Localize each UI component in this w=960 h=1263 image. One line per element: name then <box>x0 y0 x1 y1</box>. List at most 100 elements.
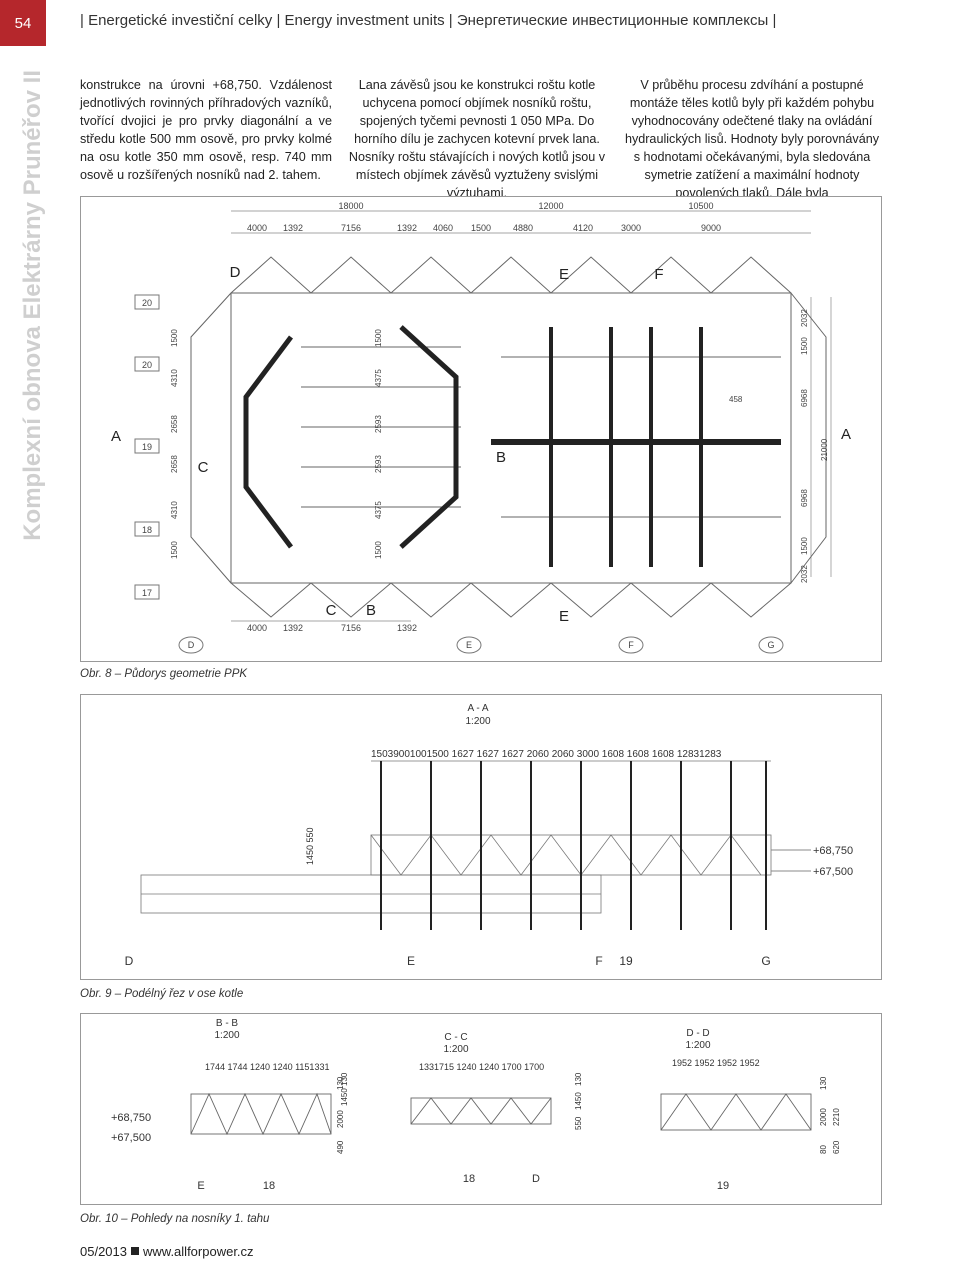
axis-label: 18 <box>263 1180 275 1192</box>
vdim: 130 <box>819 1076 828 1090</box>
section-mark: E <box>559 608 569 625</box>
axis-label: 19 <box>717 1180 729 1192</box>
section-scale: 1:200 <box>465 716 490 727</box>
section-mark: D <box>230 264 241 281</box>
section-mark: B <box>496 449 506 466</box>
running-header: | Energetické investiční celky | Energy … <box>80 12 777 29</box>
section-mark: F <box>654 266 663 283</box>
dim-right: 6968 <box>800 489 809 507</box>
dim-sub: 4000 <box>247 223 267 233</box>
dim-left: 4310 <box>170 369 179 387</box>
dim-left: 2658 <box>170 455 179 473</box>
dim-sub: 4880 <box>513 223 533 233</box>
dim-mid: 2593 <box>374 415 383 433</box>
axis-label: 19 <box>619 954 633 968</box>
paragraph: Lana závěsů jsou ke konstrukci roštu kot… <box>348 78 606 200</box>
axis-label: F <box>595 954 602 968</box>
section-sidebar: Komplexní obnova Elektrárny Prunéřov II <box>19 70 46 690</box>
vertical-dim: 1450 550 <box>305 827 315 865</box>
dim-mid: 1500 <box>374 329 383 347</box>
paragraph: konstrukce na úrovni +68,750. Vzdálenost… <box>80 78 332 182</box>
vdim: 620 <box>832 1140 841 1154</box>
axis-label: D <box>188 640 195 650</box>
vdim: 130 <box>336 1076 345 1090</box>
level-label: +68,750 <box>813 845 853 857</box>
axis-label: G <box>761 954 770 968</box>
section-mark: A <box>841 426 851 443</box>
view-title: D - D <box>686 1028 709 1039</box>
dim-row: 15039001001500 1627 1627 1627 2060 2060 … <box>371 749 722 760</box>
figure-caption: Obr. 9 – Podélný řez v ose kotle <box>80 988 244 1000</box>
section-mark: C <box>198 459 209 476</box>
vdim: 2000 <box>336 1110 345 1128</box>
dim-sub: 4120 <box>573 223 593 233</box>
figure-caption: Obr. 8 – Půdorys geometrie PPK <box>80 668 248 680</box>
axis-label: 20 <box>142 360 152 370</box>
axis-label: E <box>407 954 415 968</box>
section-mark: A <box>111 428 121 445</box>
dim-mid: 4375 <box>374 369 383 387</box>
view-scale: 1:200 <box>214 1030 239 1041</box>
section-title: Komplexní obnova Elektrárny Prunéřov II <box>19 70 46 541</box>
dim-mid: 4375 <box>374 501 383 519</box>
website-link[interactable]: www.allforpower.cz <box>143 1244 254 1259</box>
dim-mid: 1500 <box>374 541 383 559</box>
axis-label: D <box>532 1173 540 1185</box>
section-mark: C <box>326 602 337 619</box>
dim-bottom: 1392 <box>283 623 303 633</box>
view-title: B - B <box>216 1018 239 1029</box>
axis-label: 17 <box>142 588 152 598</box>
text-column-2: Lana závěsů jsou ke konstrukci roštu kot… <box>346 76 608 202</box>
dim-sub: 1392 <box>283 223 303 233</box>
vdim: 550 <box>574 1116 583 1130</box>
dim-right: 1500 <box>800 537 809 555</box>
vdim: 2000 <box>819 1108 828 1126</box>
text-column-3: V průběhu procesu zdvíhání a postupné mo… <box>624 76 880 202</box>
dim-mid: 2593 <box>374 455 383 473</box>
view-title: C - C <box>444 1032 467 1043</box>
dim-top: 12000 <box>538 201 563 211</box>
axis-label: 18 <box>463 1173 475 1185</box>
axis-label: D <box>125 954 134 968</box>
vdim: 130 <box>340 1072 349 1086</box>
dim-sub: 9000 <box>701 223 721 233</box>
level-label: +67,500 <box>111 1132 151 1144</box>
dim-top: 18000 <box>338 201 363 211</box>
dim-left: 2658 <box>170 415 179 433</box>
dim-row: 1952 1952 1952 1952 <box>672 1058 760 1068</box>
section-title: A - A <box>467 703 488 714</box>
dim-sub: 4060 <box>433 223 453 233</box>
dim-right: 1500 <box>800 337 809 355</box>
dim-sub: 1500 <box>471 223 491 233</box>
section-mark: B <box>366 602 376 619</box>
axis-label: 19 <box>142 442 152 452</box>
axis-label: E <box>197 1180 204 1192</box>
dim-bottom: 1392 <box>397 623 417 633</box>
dim-right: 6968 <box>800 389 809 407</box>
dim-right: 21000 <box>820 438 829 461</box>
section-mark: E <box>559 266 569 283</box>
dim-right: 2032 <box>800 309 809 327</box>
axis-label: E <box>466 640 472 650</box>
view-scale: 1:200 <box>443 1044 468 1055</box>
dim-bottom: 7156 <box>341 623 361 633</box>
dim-row: 1744 1744 1240 1240 1151331 <box>205 1062 329 1072</box>
dim-sub: 1392 <box>397 223 417 233</box>
vdim: 80 <box>819 1145 828 1154</box>
dim-bottom: 4000 <box>247 623 267 633</box>
dim-left: 1500 <box>170 329 179 347</box>
figure-caption: Obr. 10 – Pohledy na nosníky 1. tahu <box>80 1213 270 1225</box>
level-label: +67,500 <box>813 866 853 878</box>
axis-label: 20 <box>142 298 152 308</box>
view-scale: 1:200 <box>685 1040 710 1051</box>
dim-row: 1331715 1240 1240 1700 1700 <box>419 1062 544 1072</box>
dim-left: 1500 <box>170 541 179 559</box>
issue-label: 05/2013 <box>80 1244 127 1259</box>
axis-label: F <box>628 640 634 650</box>
axis-label: 18 <box>142 525 152 535</box>
dim-sub: 3000 <box>621 223 641 233</box>
page-footer: 05/2013 www.allforpower.cz <box>80 1244 254 1259</box>
vdim: 2210 <box>832 1108 841 1126</box>
vdim: 1450 <box>340 1088 349 1106</box>
dim-sub: 7156 <box>341 223 361 233</box>
